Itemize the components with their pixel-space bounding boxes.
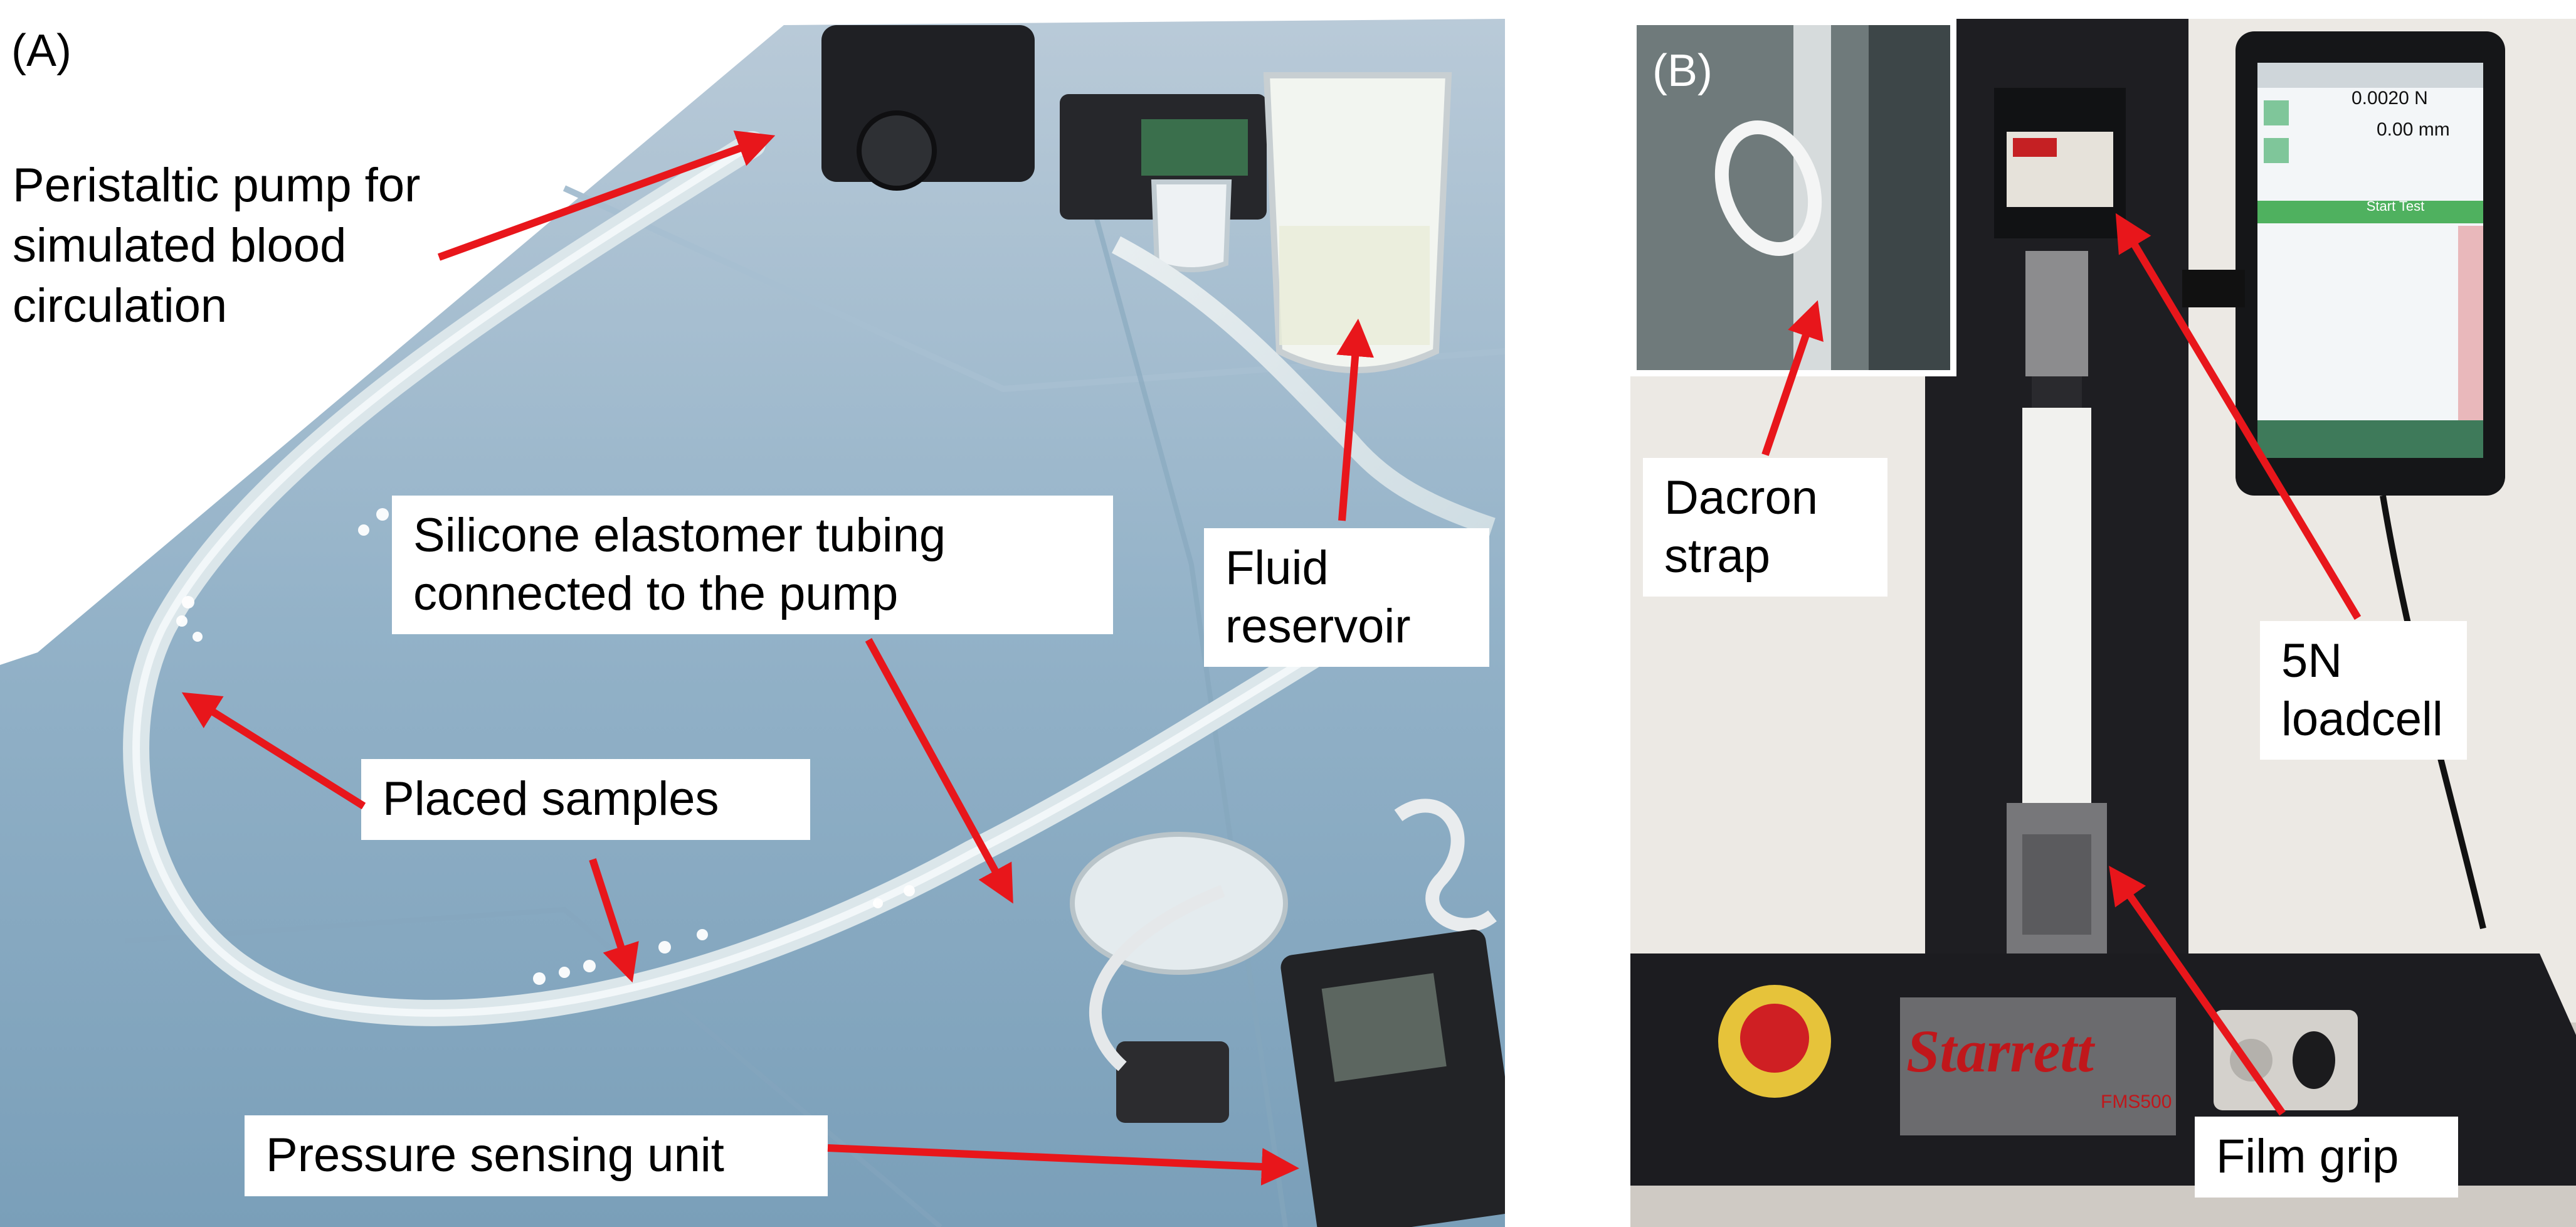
loadcell-label: 5N loadcell (2260, 621, 2467, 760)
peristaltic-pump-label: Peristaltic pump for simulated blood cir… (13, 156, 420, 336)
dacron-line-1: Dacron (1664, 471, 1818, 524)
force-unit: N (2414, 88, 2428, 109)
peristaltic-line-3: circulation (13, 279, 228, 332)
brand-logo: Starrett (1906, 1017, 2094, 1085)
tablet-start-button: Start Test (2366, 198, 2425, 214)
peristaltic-line-2: simulated blood (13, 218, 347, 272)
pressure-sensing-label: Pressure sensing unit (245, 1115, 828, 1196)
loadcell-line-1: 5N (2281, 634, 2343, 688)
force-value: 0.0020 (2352, 88, 2409, 109)
tubing-line-1: Silicone elastomer tubing (413, 509, 946, 562)
placed-samples-label: Placed samples (361, 759, 810, 840)
tablet-disp-readout: 0.00 mm (2377, 119, 2450, 141)
silicone-tubing-label: Silicone elastomer tubing connected to t… (392, 496, 1113, 635)
model-label: FMS500 (2101, 1092, 2172, 1112)
disp-unit: mm (2418, 119, 2450, 140)
tablet-force-readout: 0.0020 N (2352, 88, 2428, 109)
fluid-reservoir-label: Fluid reservoir (1204, 528, 1489, 667)
tubing-line-2: connected to the pump (413, 566, 899, 620)
panel-b-letter: (B) (1652, 46, 1713, 96)
panel-a-letter: (A) (11, 26, 71, 76)
reservoir-line-1: Fluid (1225, 541, 1329, 595)
dacron-line-2: strap (1664, 529, 1770, 583)
film-grip-label: Film grip (2195, 1117, 2458, 1198)
dacron-strap-label: Dacron strap (1643, 458, 1887, 597)
loadcell-line-2: loadcell (2281, 692, 2443, 746)
peristaltic-line-1: Peristaltic pump for (13, 159, 421, 212)
reservoir-line-2: reservoir (1225, 599, 1411, 653)
disp-value: 0.00 (2377, 119, 2414, 140)
